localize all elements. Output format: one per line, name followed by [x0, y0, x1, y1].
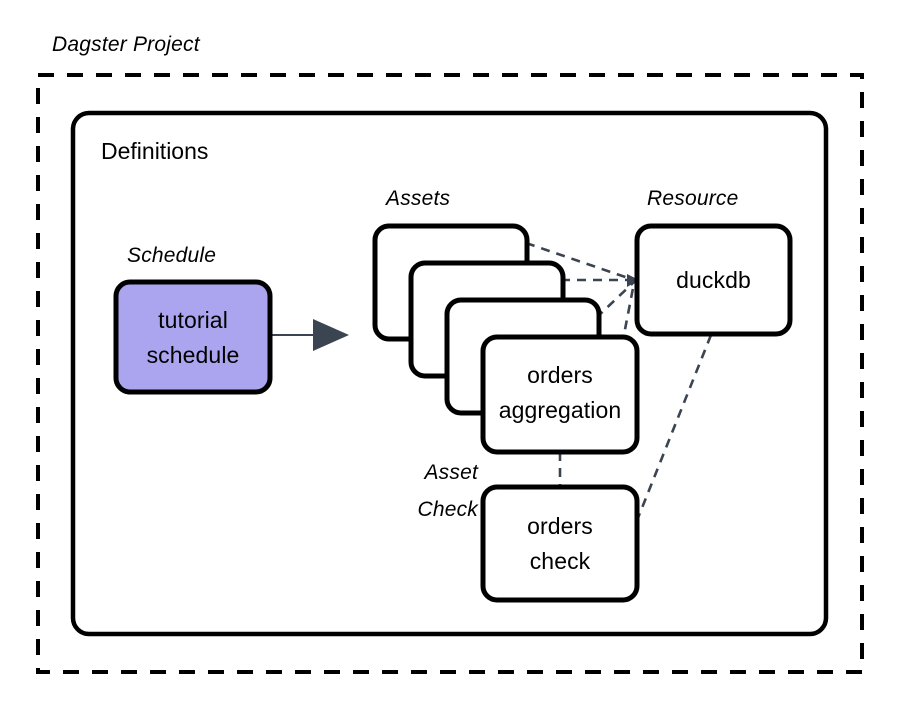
asset-check-caption-line2: Check — [417, 498, 478, 521]
edge-asset3-duckdb — [595, 281, 635, 319]
asset-node-label-line1: orders — [527, 362, 593, 388]
schedule-node-label-line1: tutorial — [158, 307, 228, 333]
resource-box-duckdb[interactable] — [634, 223, 793, 337]
asset-check-node-label-line2: check — [529, 548, 591, 574]
definitions-boundary — [70, 110, 829, 637]
asset-check-node-label-line1: orders — [527, 513, 593, 539]
asset-node-label-line2: aggregation — [498, 397, 622, 423]
assets-caption: Assets — [386, 187, 451, 210]
duckdb-edge-arrowhead — [627, 274, 639, 287]
dagster-project-label: Dagster Project — [52, 33, 200, 56]
asset-check-caption-line1: Asset — [424, 461, 478, 484]
resource-caption: Resource — [647, 187, 739, 210]
asset-resource-edges — [525, 241, 636, 346]
schedule-node-label-line2: schedule — [146, 342, 240, 368]
asset-stack-box-1-orders-aggregation[interactable] — [480, 334, 640, 455]
schedule-caption: Schedule — [127, 244, 217, 267]
schedule-box-tutorial-schedule[interactable] — [113, 279, 273, 395]
edge-asset1-duckdb — [525, 241, 635, 282]
asset-check-box-orders-check[interactable] — [480, 484, 640, 603]
resource-node-label: duckdb — [676, 267, 751, 293]
dagster-project-boundary — [36, 73, 864, 674]
schedule-to-assets-arrowhead — [313, 319, 349, 351]
definitions-label: Definitions — [101, 138, 209, 164]
edge-asset4-duckdb — [620, 282, 636, 346]
edge-duckdb-orders-check — [618, 334, 713, 564]
